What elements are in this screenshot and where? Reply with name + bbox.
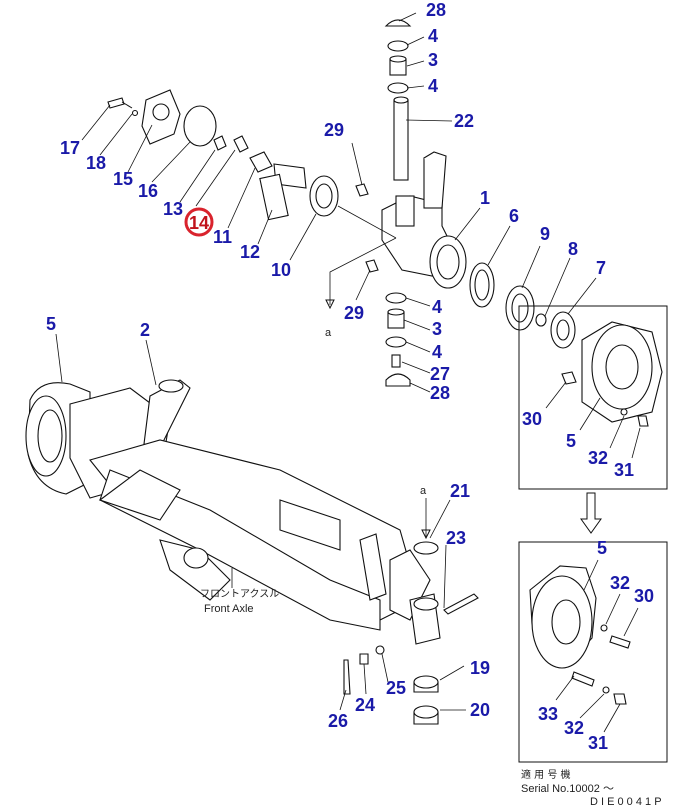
callout-31-a: 31 <box>614 460 634 480</box>
axle-caption: フロントアクスル Front Axle <box>200 588 279 615</box>
detail-frame-1 <box>518 305 668 490</box>
callout-3-b: 3 <box>432 319 442 339</box>
bearing-set <box>469 262 576 349</box>
callout-20: 20 <box>470 700 490 720</box>
callout-32-a: 32 <box>588 448 608 468</box>
detail-box-serial <box>518 541 668 763</box>
callout-2: 2 <box>140 320 150 340</box>
washer-4-b <box>387 82 409 94</box>
reference-marks: a a <box>325 327 427 497</box>
callout-29-a: 29 <box>324 120 344 140</box>
callout-5-c: 5 <box>597 538 607 558</box>
detail-frame-2 <box>518 541 668 763</box>
kingpin-stack-bottom <box>385 292 411 387</box>
bolt-30-b <box>609 635 631 649</box>
callout-27: 27 <box>430 364 450 384</box>
ref-mark-a-bottom: a <box>420 485 427 497</box>
fitting-29b <box>365 259 379 273</box>
plate-11 <box>249 151 273 173</box>
washer-18 <box>131 109 139 117</box>
callout-16: 16 <box>138 181 158 201</box>
callout-6: 6 <box>509 206 519 226</box>
bolt-13 <box>213 135 227 151</box>
highlight-ring <box>184 207 214 237</box>
washer-32-c <box>602 686 610 694</box>
serial-number: Serial No.10002 ～ <box>521 783 614 795</box>
ring-8 <box>535 313 547 327</box>
callout-17: 17 <box>60 138 80 158</box>
front-axle-assembly <box>25 379 441 645</box>
callout-22: 22 <box>454 111 474 131</box>
serial-label-jp: 適 用 号 機 <box>521 768 571 781</box>
callout-28-b: 28 <box>430 383 450 403</box>
bolt-30-a <box>561 371 577 385</box>
bolt-23 <box>443 593 479 615</box>
callout-10: 10 <box>271 260 291 280</box>
callout-1: 1 <box>480 188 490 208</box>
callout-19: 19 <box>470 658 490 678</box>
callout-30-a: 30 <box>522 409 542 429</box>
kingpin-22 <box>393 99 409 181</box>
callout-12: 12 <box>240 242 260 262</box>
cap-28-top <box>384 19 412 27</box>
bolt-14 <box>233 135 249 153</box>
washer-25 <box>375 645 385 655</box>
callout-4-d: 4 <box>432 342 442 362</box>
callout-numbers: 28 4 3 4 22 29 17 18 15 16 13 11 12 10 1… <box>46 0 654 753</box>
callout-4-c: 4 <box>432 297 442 317</box>
callout-4-b: 4 <box>428 76 438 96</box>
callout-8: 8 <box>568 239 578 259</box>
callout-18: 18 <box>86 153 106 173</box>
leader-lines-bottom <box>55 333 466 711</box>
callout-24: 24 <box>355 695 375 715</box>
bolt-33 <box>571 671 595 687</box>
washer-4-top <box>387 40 409 52</box>
callout-11: 11 <box>213 227 232 247</box>
knuckle-boss <box>395 195 415 227</box>
leader-lines-top <box>81 12 597 393</box>
page-code: D I E 0 0 4 1 P <box>590 796 662 806</box>
callout-32-b: 32 <box>610 573 630 593</box>
callout-26: 26 <box>328 711 348 731</box>
callout-3-a: 3 <box>428 50 438 70</box>
callout-5-a: 5 <box>46 314 56 334</box>
callout-23: 23 <box>446 528 466 548</box>
shim-16 <box>183 105 217 147</box>
callout-21: 21 <box>450 481 470 501</box>
arrow-down <box>580 492 602 534</box>
callout-28-top: 28 <box>426 0 446 20</box>
callout-13: 13 <box>163 199 183 219</box>
detail-box-hub <box>518 305 668 490</box>
axle-bottom-parts <box>343 541 479 725</box>
callout-33: 33 <box>538 704 558 724</box>
washer-21 <box>413 541 439 555</box>
callout-4-a: 4 <box>428 26 438 46</box>
washer-32-a <box>620 408 628 416</box>
callout-32-c: 32 <box>564 718 584 738</box>
callout-14-highlighted: 14 <box>189 213 209 233</box>
axle-label-en: Front Axle <box>204 603 254 615</box>
nut-31-b <box>613 693 627 705</box>
callout-25: 25 <box>386 678 406 698</box>
nut-24 <box>359 653 369 665</box>
callout-29-b: 29 <box>344 303 364 323</box>
knuckle-side-parts <box>107 89 379 273</box>
ref-mark-a-top: a <box>325 327 332 339</box>
serial-caption: 適 用 号 機 Serial No.10002 ～ D I E 0 0 4 1 … <box>521 768 662 806</box>
washer-32-b <box>600 624 608 632</box>
axle-label-jp: フロントアクスル <box>200 588 279 600</box>
callout-9: 9 <box>540 224 550 244</box>
fitting-29a <box>355 183 369 197</box>
pin-26 <box>343 659 351 695</box>
kingpin-stack-top <box>384 19 412 181</box>
callout-31-b: 31 <box>588 733 608 753</box>
callout-15: 15 <box>113 169 133 189</box>
callout-7: 7 <box>596 258 606 278</box>
callout-30-b: 30 <box>634 586 654 606</box>
callout-5-b: 5 <box>566 431 576 451</box>
steering-knuckle <box>381 151 467 289</box>
nut-31-a <box>637 415 649 427</box>
bolt-17 <box>107 97 125 109</box>
